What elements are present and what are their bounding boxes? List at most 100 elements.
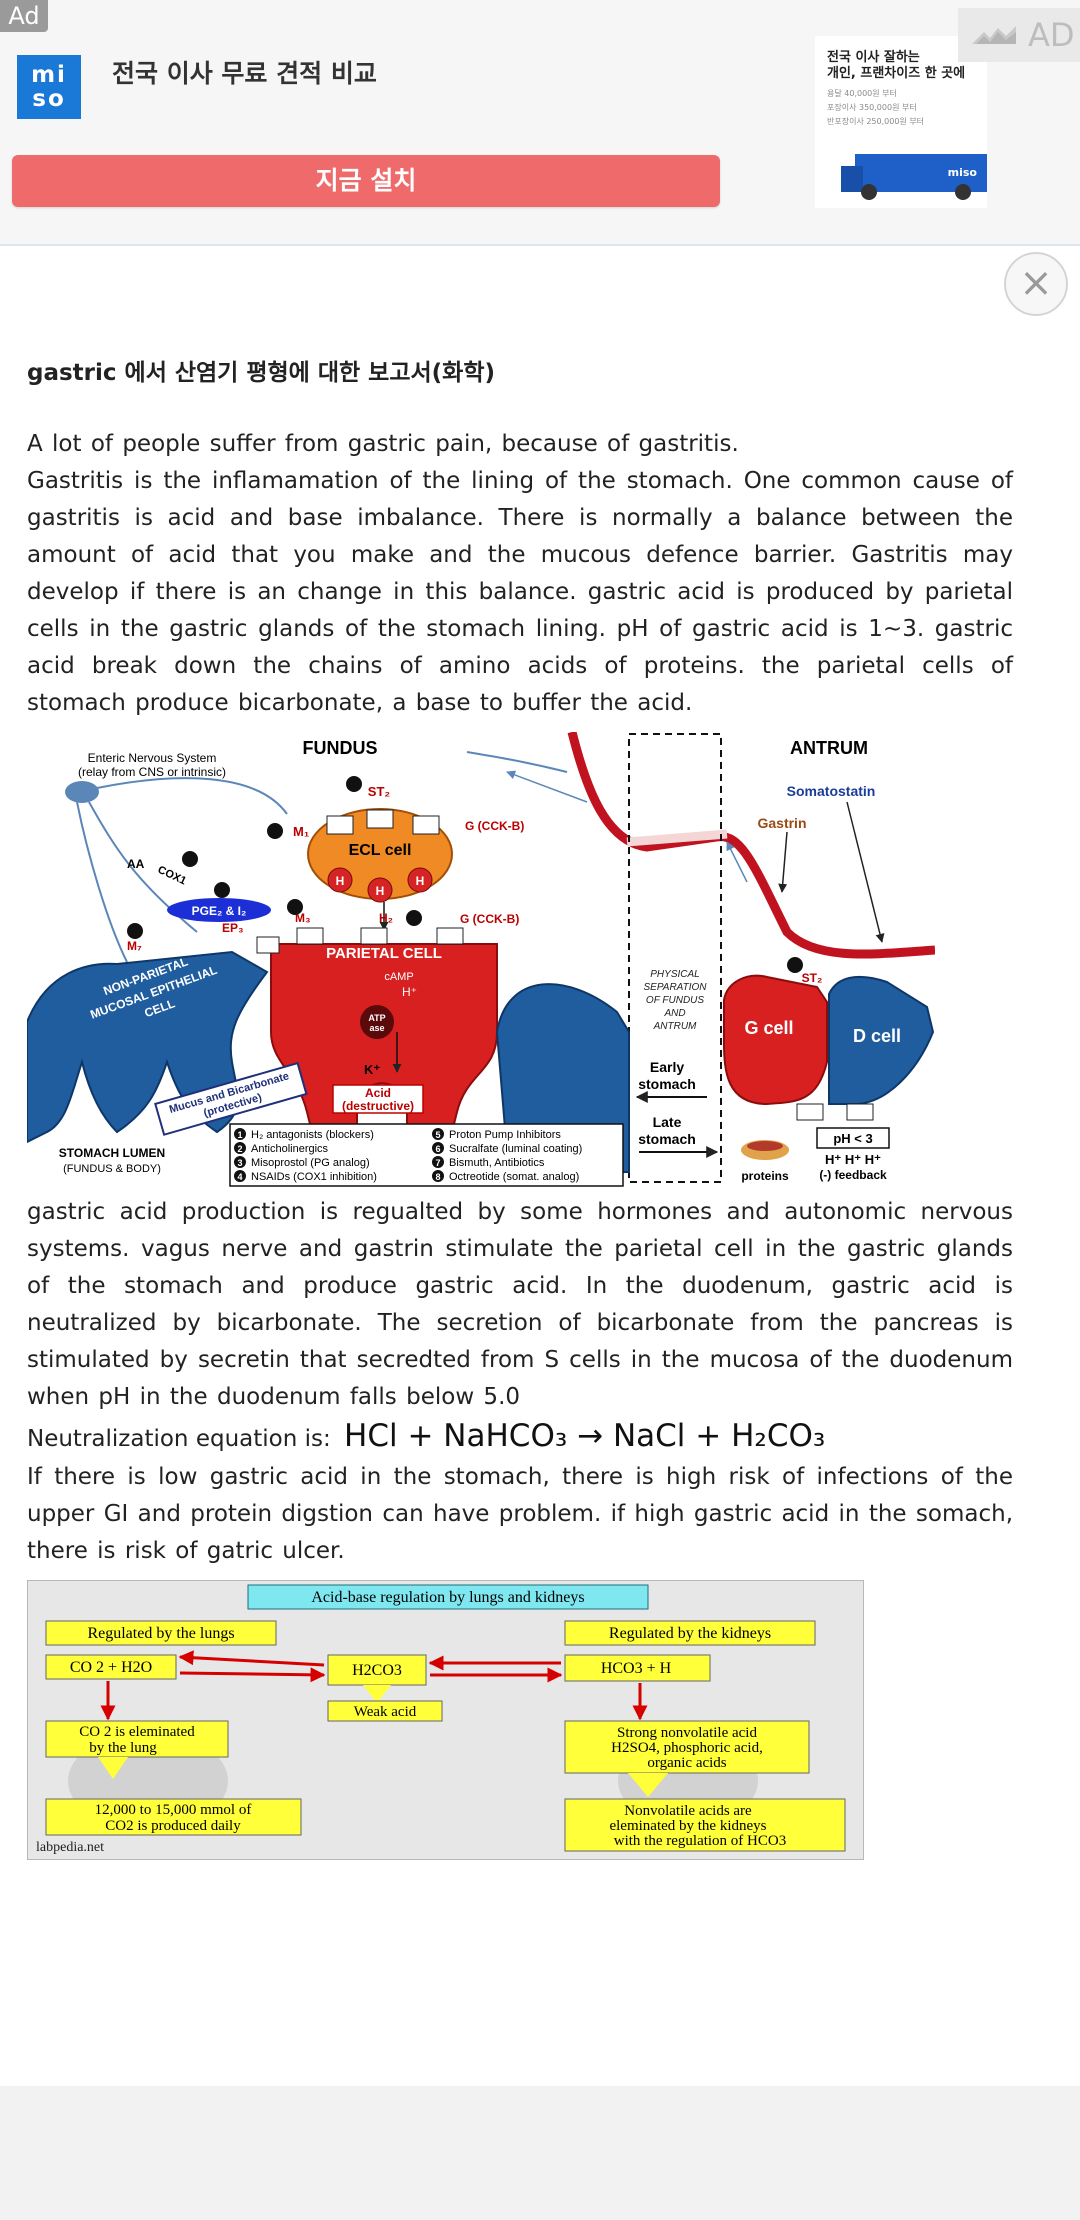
reaction-arrow xyxy=(179,1667,326,1683)
legend-number: 4 xyxy=(237,1172,242,1182)
separation-box xyxy=(628,733,722,1183)
hco3-box xyxy=(564,1654,711,1682)
ad-title[interactable]: 전국 이사 무료 견적 비교 xyxy=(112,59,377,88)
ad-choices-badge[interactable]: AD xyxy=(958,8,1080,62)
co2-eliminated-label: CO 2 is eleminated xyxy=(79,1724,195,1740)
nerve-fiber xyxy=(466,751,568,773)
atpase-label: ATP xyxy=(368,1013,385,1023)
legend-marker-3 xyxy=(214,882,230,898)
st2-label: ST₂ xyxy=(368,784,391,799)
ad-banner[interactable]: Ad mi so 전국 이사 무료 견적 비교 지금 설치 전국 이사 잘하는 … xyxy=(0,0,1080,246)
acid-base-regulation-figure: Acid-base regulation by lungs and kidney… xyxy=(27,1580,864,1860)
nonvolatile-label: with the regulation of HCO3 xyxy=(614,1833,786,1849)
legend-number-marker xyxy=(432,1142,444,1154)
cox1-label: COX1 xyxy=(156,864,188,888)
paragraph: Gastritis is the inflamamation of the li… xyxy=(27,468,1013,716)
receptor-box xyxy=(256,936,280,954)
callout-pointer xyxy=(98,1757,128,1779)
h2-label: H₂ xyxy=(379,911,393,925)
pge-oval xyxy=(167,898,271,922)
somatostatin-arrow xyxy=(846,801,885,943)
legend-marker-2 xyxy=(127,923,143,939)
legend-marker-1 xyxy=(406,910,422,926)
kidneys-box xyxy=(564,1620,816,1646)
close-button[interactable]: × xyxy=(1004,252,1068,316)
article-title: gastric 에서 산염기 평형에 대한 보고서(화학) xyxy=(27,360,495,386)
acid-base-diagram: Acid-base regulation by lungs and kidney… xyxy=(36,1584,846,1855)
ph-box xyxy=(816,1127,890,1149)
ad-thumb-line2: 개인, 프랜차이즈 한 곳에 xyxy=(827,66,966,81)
neutralization-equation: HCl + NaHCO₃ → NaCl + H₂CO₃ xyxy=(344,1418,826,1454)
histamine-label: H xyxy=(416,874,425,888)
fundus-heading: FUNDUS xyxy=(303,738,378,758)
page-footer-area xyxy=(0,2086,1080,2220)
paragraph: A lot of people suffer from gastric pain… xyxy=(27,431,739,457)
ad-truck-brand: miso xyxy=(947,166,977,179)
ad-logo[interactable]: mi so xyxy=(17,55,81,119)
legend-number-marker xyxy=(234,1156,246,1168)
proteins-label: proteins xyxy=(741,1169,789,1183)
legend-number: 8 xyxy=(435,1172,440,1182)
acid-box xyxy=(332,1084,424,1114)
lungs-box xyxy=(45,1620,277,1646)
ad-choices-icon xyxy=(972,26,1016,44)
d-cell xyxy=(828,975,935,1105)
weak-acid-box xyxy=(327,1700,443,1722)
acid-label: (destructive) xyxy=(342,1099,414,1113)
legend-number-marker xyxy=(234,1142,246,1154)
ecl-cell-label: ECL cell xyxy=(349,842,412,859)
histamine-granule xyxy=(367,877,393,903)
legend-number: 6 xyxy=(435,1144,440,1154)
protein-food-icon xyxy=(747,1141,783,1151)
paragraph: gastric acid production is regualted by … xyxy=(27,1199,1013,1410)
gastrin-blood-arrow xyxy=(726,841,748,883)
histamine-granule xyxy=(407,867,433,893)
truck-wheel xyxy=(861,184,877,200)
early-stomach-label: stomach xyxy=(638,1076,696,1092)
gastric-diagram: PHYSICAL SEPARATION OF FUNDUS AND ANTRUM… xyxy=(26,730,936,1187)
legend-number-marker xyxy=(432,1170,444,1182)
strong-acid-label: organic acids xyxy=(647,1755,726,1771)
ad-install-button[interactable]: 지금 설치 xyxy=(12,155,720,207)
ad-badge-text: AD xyxy=(1028,16,1075,54)
lumen-label: STOMACH LUMEN xyxy=(59,1146,165,1160)
m7-label: M₇ xyxy=(127,939,142,953)
truck-wheel xyxy=(955,184,971,200)
gastric-acid-regulation-figure: PHYSICAL SEPARATION OF FUNDUS AND ANTRUM… xyxy=(26,730,936,1188)
legend-item-label: Bismuth, Antibiotics xyxy=(449,1157,545,1169)
lungs-label: Regulated by the lungs xyxy=(87,1625,234,1642)
callout-pointer xyxy=(363,1685,391,1703)
gcck-label: G (CCK-B) xyxy=(460,912,519,926)
receptor-box xyxy=(326,815,354,835)
strong-acid-box xyxy=(564,1720,810,1774)
receptor-box xyxy=(796,1103,824,1121)
histamine-label: H xyxy=(376,884,385,898)
atpase-pump xyxy=(360,1005,394,1039)
late-stomach-label: stomach xyxy=(638,1131,696,1147)
legend-marker-4 xyxy=(182,851,198,867)
kidneys-label: Regulated by the kidneys xyxy=(609,1625,771,1642)
nonvolatile-label: Nonvolatile acids are xyxy=(624,1803,752,1819)
m3-label: M₃ xyxy=(295,911,311,925)
credit-label: labpedia.net xyxy=(36,1840,104,1855)
legend-item-label: H₂ antagonists (blockers) xyxy=(251,1129,374,1141)
kplus-label: K⁺ xyxy=(364,1062,380,1077)
lumen-label: (FUNDUS & BODY) xyxy=(63,1163,161,1175)
ad-thumbnail[interactable]: 전국 이사 잘하는 개인, 프랜차이즈 한 곳에 용달 40,000원 부터 포… xyxy=(815,36,987,208)
g-cell-label: G cell xyxy=(744,1018,793,1038)
d-cell-label: D cell xyxy=(853,1026,901,1046)
pge-label: PGE₂ & I₂ xyxy=(192,904,247,918)
legend-item-label: Proton Pump Inhibitors xyxy=(449,1129,561,1141)
feedback-label: (-) feedback xyxy=(819,1168,887,1182)
aa-label: AA xyxy=(127,857,145,871)
legend-number-marker xyxy=(234,1170,246,1182)
atpase-label: ase xyxy=(369,1023,384,1033)
hhh-label: H⁺ H⁺ H⁺ xyxy=(825,1152,881,1167)
co2-eliminated-box xyxy=(45,1720,229,1758)
legend-number: 7 xyxy=(435,1158,440,1168)
nonvolatile-box xyxy=(564,1798,846,1852)
equation-label: Neutralization equation is: xyxy=(27,1426,339,1452)
ad-thumb-price: 반포장이사 250,000원 부터 xyxy=(827,117,925,126)
blood-vessel xyxy=(567,730,936,959)
